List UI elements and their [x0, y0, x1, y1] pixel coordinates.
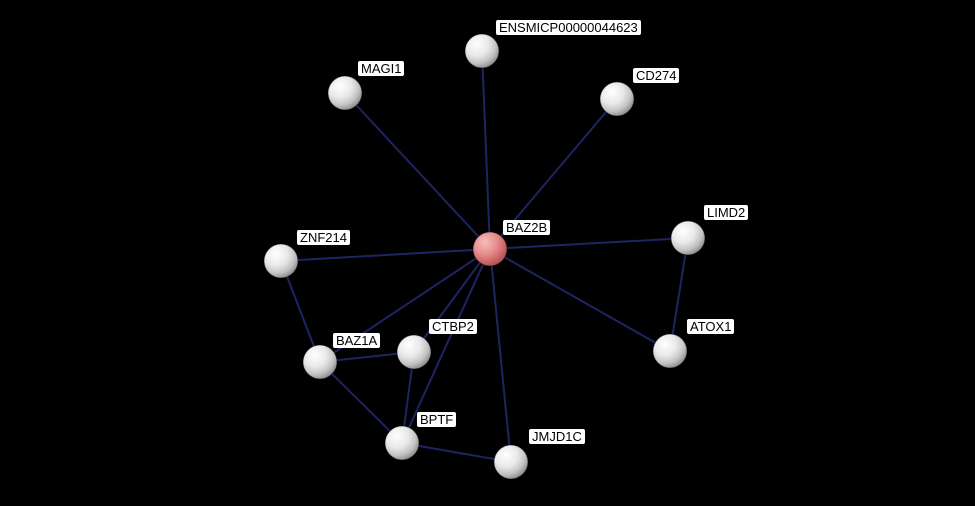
- edge-BAZ2B-CD274: [489, 98, 618, 250]
- edge-BAZ2B-MAGI1: [344, 92, 491, 250]
- edge-BAZ2B-BPTF: [401, 248, 491, 444]
- protein-node-BPTF[interactable]: [384, 425, 420, 461]
- protein-node-CTBP2[interactable]: [396, 334, 432, 370]
- edge-BAZ2B-ATOX1: [489, 248, 671, 352]
- protein-node-LIMD2[interactable]: [670, 220, 706, 256]
- protein-node-JMJD1C[interactable]: [493, 444, 529, 480]
- edge-BAZ2B-CTBP2: [413, 248, 491, 353]
- edge-BAZ2B-ZNF214: [280, 248, 491, 262]
- edge-BAZ2B-LIMD2: [489, 237, 689, 250]
- protein-node-BAZ1A[interactable]: [302, 344, 338, 380]
- edge-BPTF-JMJD1C: [401, 442, 512, 463]
- edge-BAZ1A-BPTF: [319, 361, 403, 444]
- nodes-layer: [263, 33, 706, 480]
- protein-node-BAZ2B[interactable]: [472, 231, 508, 267]
- edge-ZNF214-BAZ1A: [280, 260, 321, 363]
- protein-node-CD274[interactable]: [599, 81, 635, 117]
- protein-node-ENSMICP00000044623[interactable]: [464, 33, 500, 69]
- protein-node-ATOX1[interactable]: [652, 333, 688, 369]
- protein-node-MAGI1[interactable]: [327, 75, 363, 111]
- protein-node-ZNF214[interactable]: [263, 243, 299, 279]
- edge-BAZ2B-JMJD1C: [489, 248, 512, 463]
- edge-BAZ2B-ENSMICP00000044623: [481, 50, 491, 250]
- edge-LIMD2-ATOX1: [669, 237, 689, 352]
